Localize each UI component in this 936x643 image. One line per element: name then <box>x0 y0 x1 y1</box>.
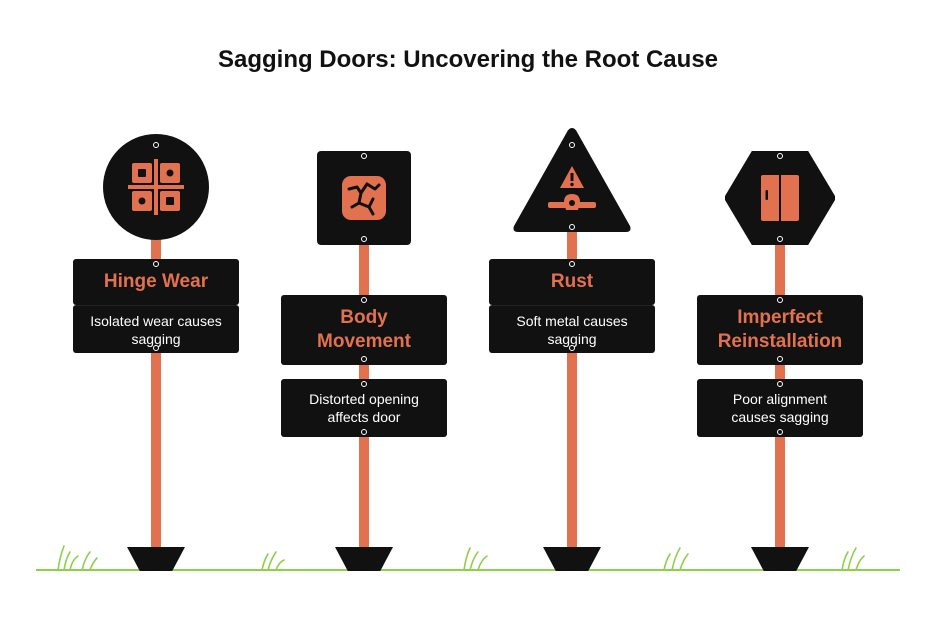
sign-heading: Rust <box>550 271 594 292</box>
sign-description: Isolated wear causes sagging <box>90 312 222 347</box>
sign-bolt <box>361 429 367 435</box>
sign-pole <box>567 230 577 548</box>
diagram-title: Sagging Doors: Uncovering the Root Cause <box>217 46 719 73</box>
sign-bolt <box>569 261 575 267</box>
sign-bolt <box>153 142 159 148</box>
sign-bolt <box>569 142 575 148</box>
sign-description: Distorted opening affects door <box>309 391 419 425</box>
sign-description-board: Distorted opening affects door <box>281 379 447 437</box>
sign-heading-board: Imperfect Reinstallation <box>697 295 863 365</box>
sign-bolt <box>777 297 783 303</box>
sign-heading: Body Movement <box>317 307 411 352</box>
sign-triangle <box>512 126 632 234</box>
sign-bolt <box>777 356 783 362</box>
sign-circle <box>103 134 209 240</box>
sign-bolt <box>361 381 367 387</box>
sign-pole <box>151 238 161 548</box>
sign-heading-board: Rust <box>489 259 655 305</box>
sign-hexagon <box>725 151 835 245</box>
sign-bolt <box>361 356 367 362</box>
sign-bolt <box>153 345 159 351</box>
sign-heading: Hinge Wear <box>103 271 209 292</box>
sign-square <box>317 151 411 245</box>
sign-bolt <box>777 429 783 435</box>
sign-bolt <box>777 381 783 387</box>
sign-bolt <box>361 297 367 303</box>
door-icon <box>761 175 799 221</box>
sign-bolt <box>153 261 159 267</box>
sign-heading: Imperfect Reinstallation <box>717 307 843 352</box>
sign-bolt <box>569 224 575 230</box>
sign-description: Soft metal causes sagging <box>516 312 628 347</box>
sign-bolt <box>361 153 367 159</box>
sign-description-board: Isolated wear causes sagging <box>73 305 239 353</box>
sign-bolt <box>777 236 783 242</box>
sign-bolt <box>777 153 783 159</box>
sign-description-board: Poor alignment causes sagging <box>697 379 863 437</box>
sign-description: Poor alignment causes sagging <box>731 391 829 425</box>
cracked-panel-icon <box>342 176 386 220</box>
sign-heading-board: Body Movement <box>281 295 447 365</box>
sign-bolt <box>361 236 367 242</box>
sign-bolt <box>569 345 575 351</box>
hinge-grid-icon <box>128 159 184 215</box>
